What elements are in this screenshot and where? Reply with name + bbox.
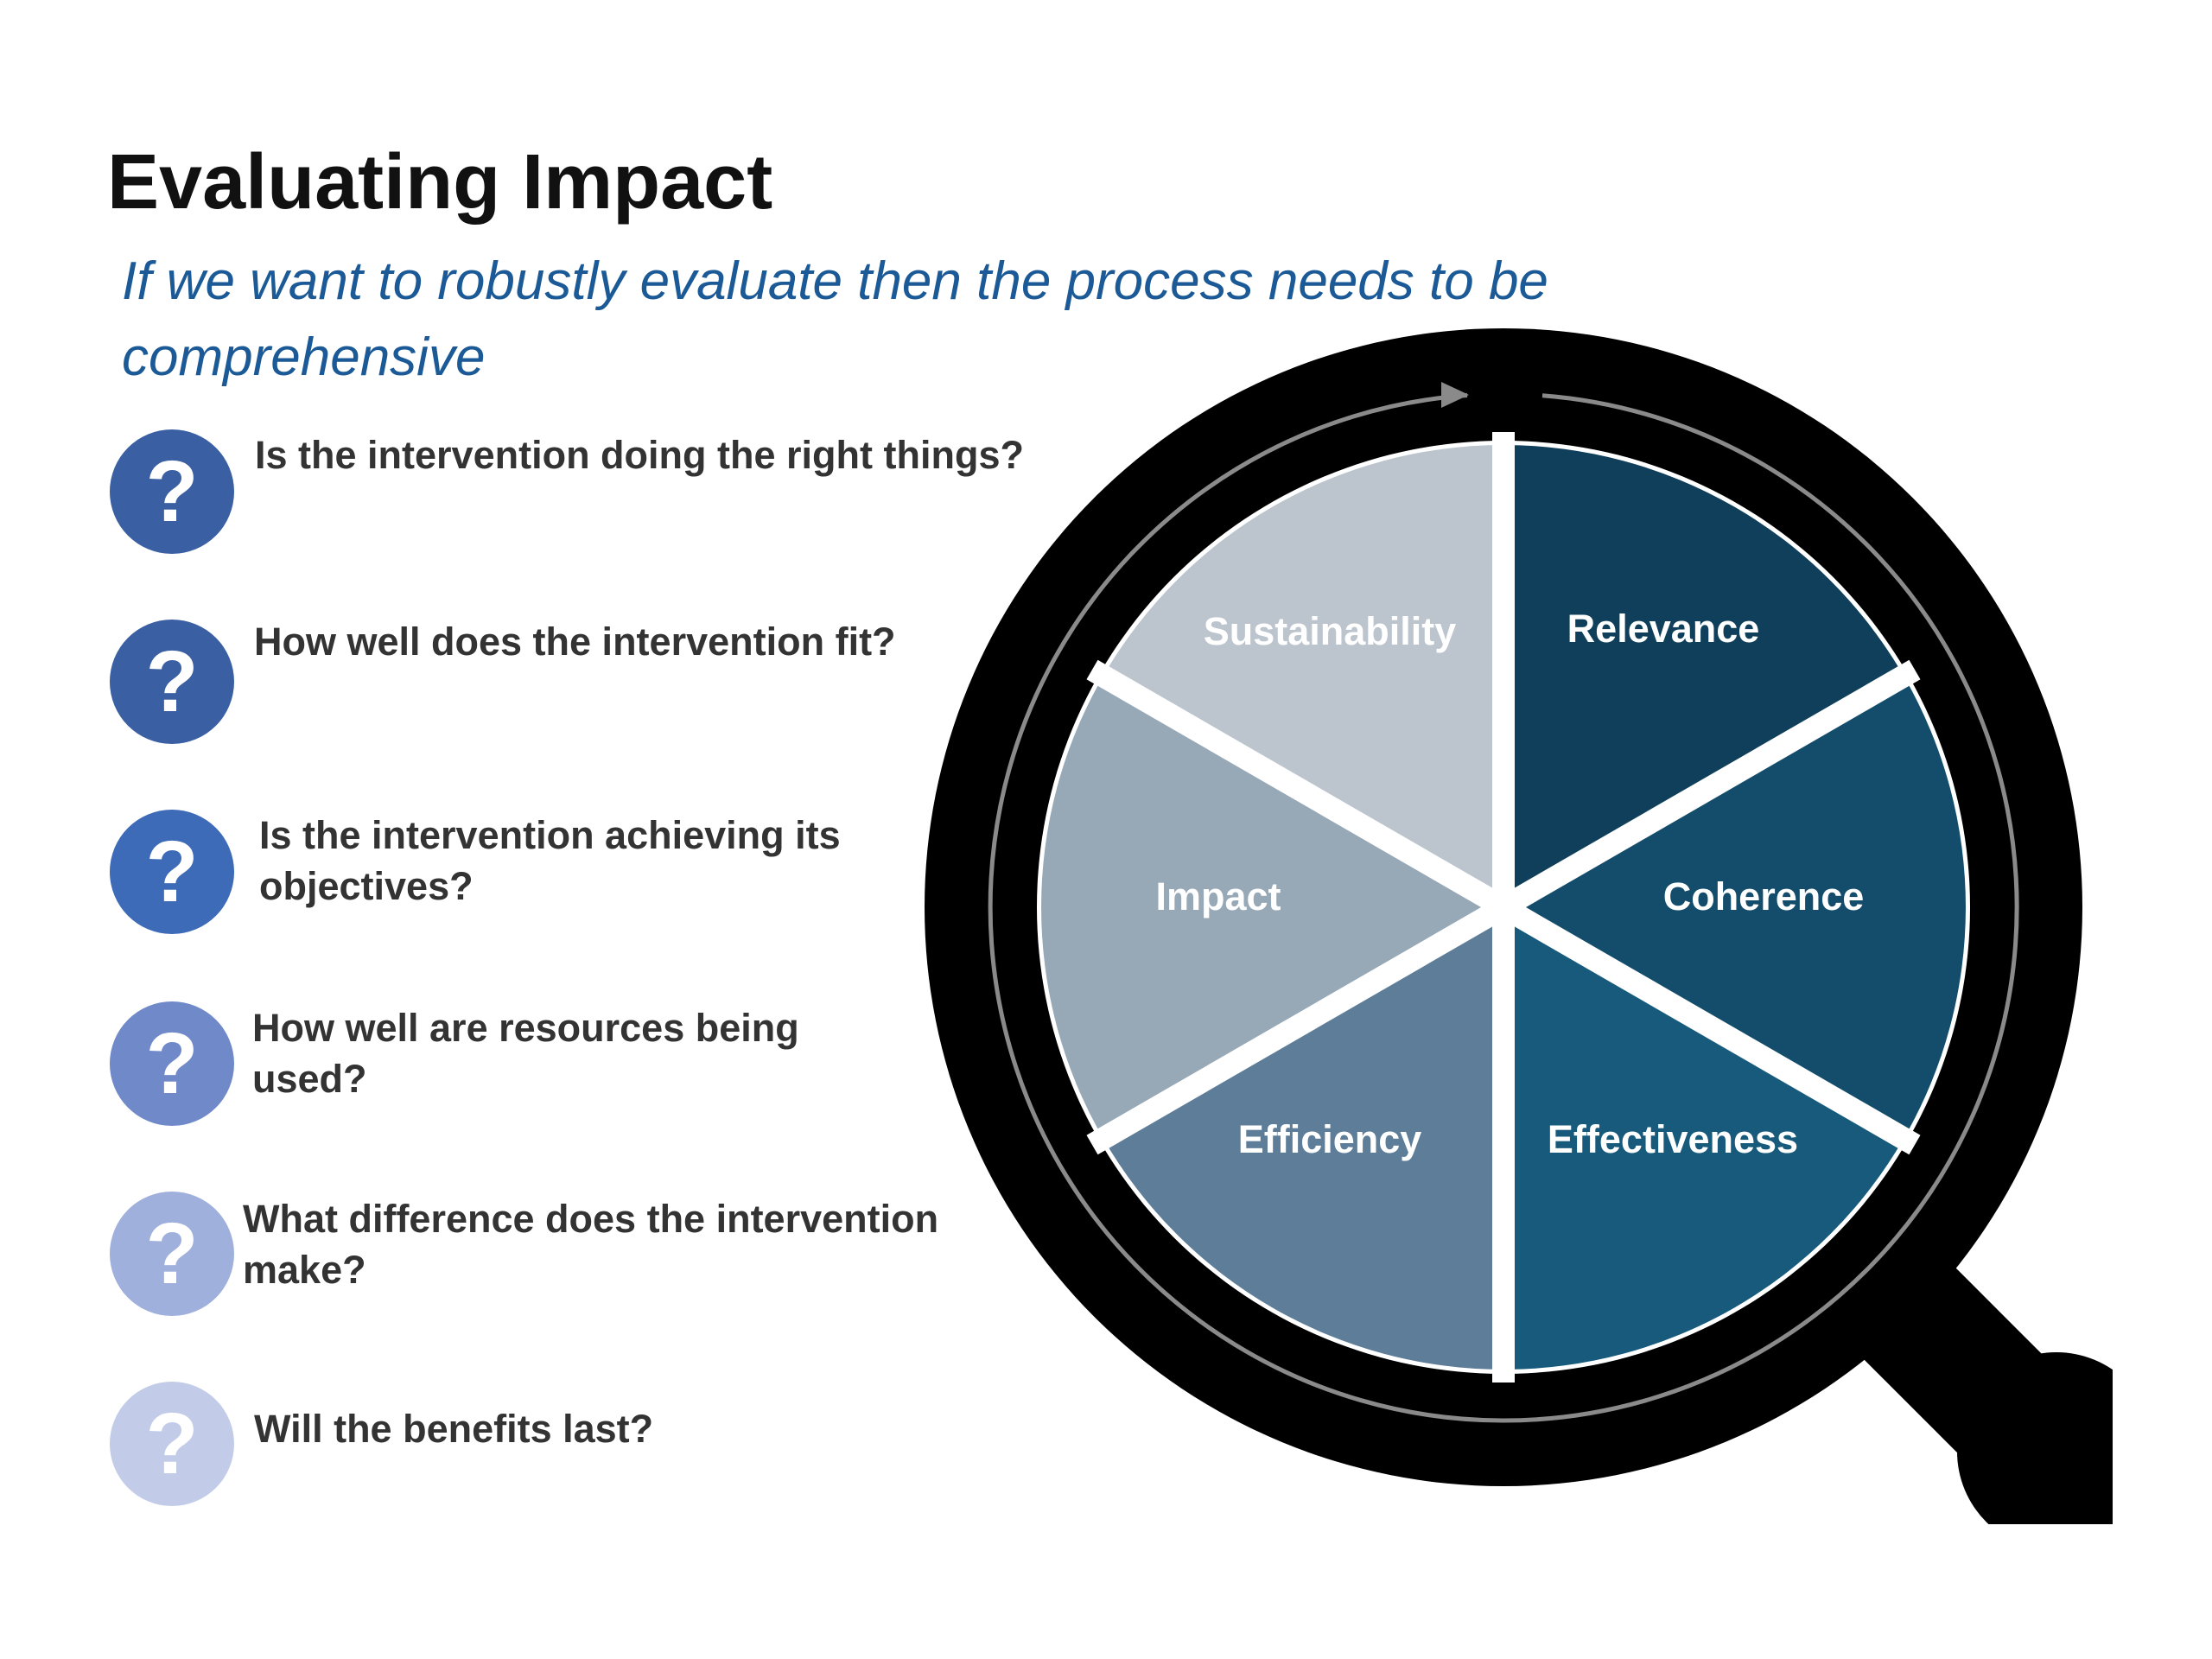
question-text: How well does the intervention fit? — [254, 620, 896, 664]
segment-label-efficiency: Efficiency — [1238, 1117, 1422, 1161]
question-mark-icon: ? — [110, 429, 234, 554]
question-text: Is the intervention achieving its object… — [259, 813, 841, 908]
question-mark-icon: ? — [110, 1001, 234, 1126]
segment-effectiveness — [1503, 907, 1904, 1370]
question-text: Will the benefits last? — [254, 1407, 654, 1451]
segment-efficiency — [1103, 907, 1503, 1370]
segment-label-relevance: Relevance — [1567, 607, 1760, 651]
question-mark-icon: ? — [110, 810, 234, 934]
segment-label-effectiveness: Effectiveness — [1548, 1117, 1798, 1161]
question-mark-icon: ? — [110, 1382, 234, 1506]
cycle-ring — [988, 393, 2019, 1423]
segment-relevance — [1503, 445, 1904, 907]
page-title: Evaluating Impact — [107, 139, 773, 226]
question-text: How well are resources being used? — [252, 1006, 799, 1101]
question-text: Is the intervention doing the right thin… — [255, 433, 1024, 477]
segment-label-impact: Impact — [1155, 874, 1281, 918]
question-mark-icon: ? — [110, 620, 234, 744]
segment-label-sustainability: Sustainability — [1204, 609, 1457, 653]
question-mark-icon: ? — [110, 1192, 234, 1316]
page-subtitle: If we want to robustly evaluate then the… — [122, 251, 1548, 387]
segment-coherence — [1503, 676, 1966, 1139]
segment-impact — [1041, 676, 1503, 1139]
segment-sustainability — [1103, 445, 1503, 907]
cycle-arrow-icon — [1441, 382, 1469, 408]
segment-dividers — [1086, 432, 1921, 1382]
segment-label-coherence: Coherence — [1663, 874, 1865, 918]
question-text: What difference does the intervention ma… — [243, 1197, 939, 1292]
